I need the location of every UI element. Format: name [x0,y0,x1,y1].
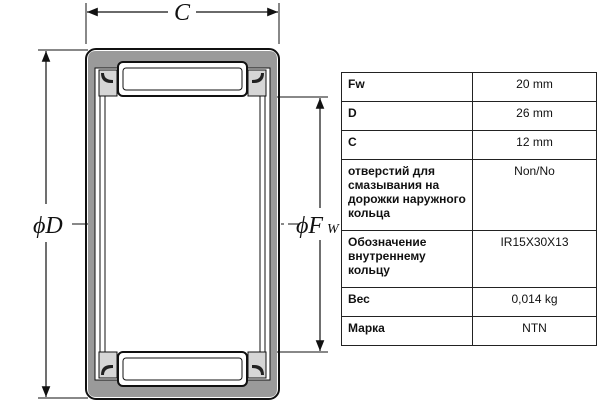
table-row: Fw 20 mm [341,72,597,102]
spec-key: Обозначение внутреннему кольцу [341,230,473,288]
spec-value: Non/No [472,159,597,231]
dimension-fw-subscript: W [327,222,340,237]
spec-key: Вес [341,287,473,317]
bearing-section [85,48,280,400]
spec-value: 26 mm [472,101,597,131]
dimension-fw-label: ϕF [296,213,323,239]
dimension-fw: ϕF W [265,96,340,353]
table-row: C 12 mm [341,130,597,160]
table-row: Обозначение внутреннему кольцу IR15X30X1… [341,230,597,288]
dimension-d: ϕD [33,49,88,399]
dimension-c: C [85,0,280,44]
table-row: Вес 0,014 kg [341,287,597,317]
spec-value: IR15X30X13 [472,230,597,288]
dimension-d-label: ϕD [33,213,63,239]
spec-key: Марка [341,316,473,346]
spec-value: 0,014 kg [472,287,597,317]
table-row: отверстий для смазывания на дорожки нару… [341,159,597,231]
table-row: Марка NTN [341,316,597,346]
dimension-c-label: C [174,0,191,26]
table-row: D 26 mm [341,101,597,131]
spec-key: D [341,101,473,131]
spec-value: 12 mm [472,130,597,160]
spec-value: NTN [472,316,597,346]
spec-value: 20 mm [472,72,597,102]
spec-key: отверстий для смазывания на дорожки нару… [341,159,473,231]
spec-key: C [341,130,473,160]
needle-roller-top [117,61,248,97]
spec-table: Fw 20 mm D 26 mm C 12 mm отверстий для с… [341,72,597,346]
spec-key: Fw [341,72,473,102]
needle-roller-bottom [117,351,248,387]
